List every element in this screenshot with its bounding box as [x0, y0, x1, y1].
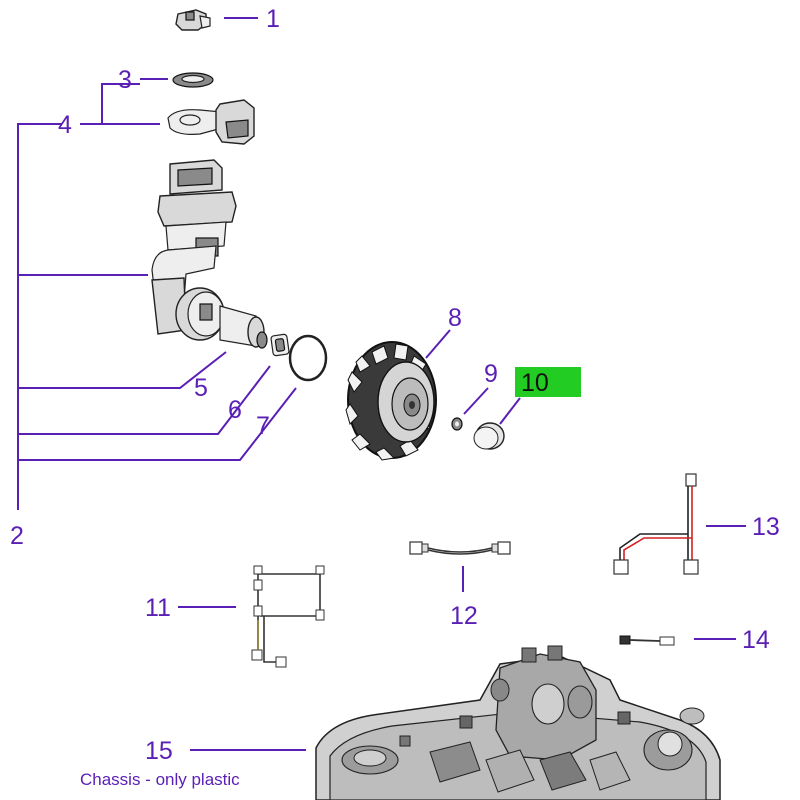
callout-6: 6	[228, 396, 242, 424]
part-4-bracket[interactable]	[167, 99, 255, 145]
callout-12: 12	[450, 602, 478, 630]
part-2-motor-assembly[interactable]	[151, 159, 268, 349]
callout-15: 15	[145, 737, 173, 765]
callout-3: 3	[118, 66, 132, 94]
callout-13: 13	[752, 513, 780, 541]
part-12-cable[interactable]	[409, 541, 511, 555]
part-8-wheel[interactable]	[345, 341, 437, 461]
leader-8	[425, 329, 451, 359]
callout-11: 11	[145, 594, 171, 622]
part-6-seal[interactable]	[270, 333, 290, 357]
part-9-nut[interactable]	[451, 417, 463, 431]
part-10-hub-cap[interactable]	[473, 422, 505, 450]
part-15-chassis[interactable]	[315, 645, 721, 800]
leader-10	[499, 397, 521, 425]
callout-10: 10	[521, 369, 549, 397]
leader-2-main	[17, 123, 62, 510]
leader-5	[18, 351, 227, 389]
part-3-ring[interactable]	[172, 72, 214, 88]
leader-6	[18, 365, 271, 435]
callout-8: 8	[448, 304, 462, 332]
part-7-o-ring[interactable]	[288, 334, 328, 382]
leader-7	[18, 387, 297, 461]
callout-7: 7	[256, 412, 270, 440]
callout-10-highlight	[515, 367, 581, 397]
callout-14: 14	[742, 626, 770, 654]
part-11-cable-harness[interactable]	[251, 565, 325, 668]
leader-9	[463, 387, 489, 415]
callout-1: 1	[266, 5, 280, 33]
callout-4: 4	[58, 111, 72, 139]
part-13-power-cable[interactable]	[613, 473, 699, 575]
chassis-caption: Chassis - only plastic	[80, 770, 240, 789]
part-14-small-cable[interactable]	[619, 635, 675, 646]
callout-9: 9	[484, 360, 498, 388]
callout-5: 5	[194, 374, 208, 402]
leader-4-bracket	[101, 83, 140, 100]
callout-2: 2	[10, 522, 24, 550]
part-1-clip[interactable]	[175, 9, 211, 31]
